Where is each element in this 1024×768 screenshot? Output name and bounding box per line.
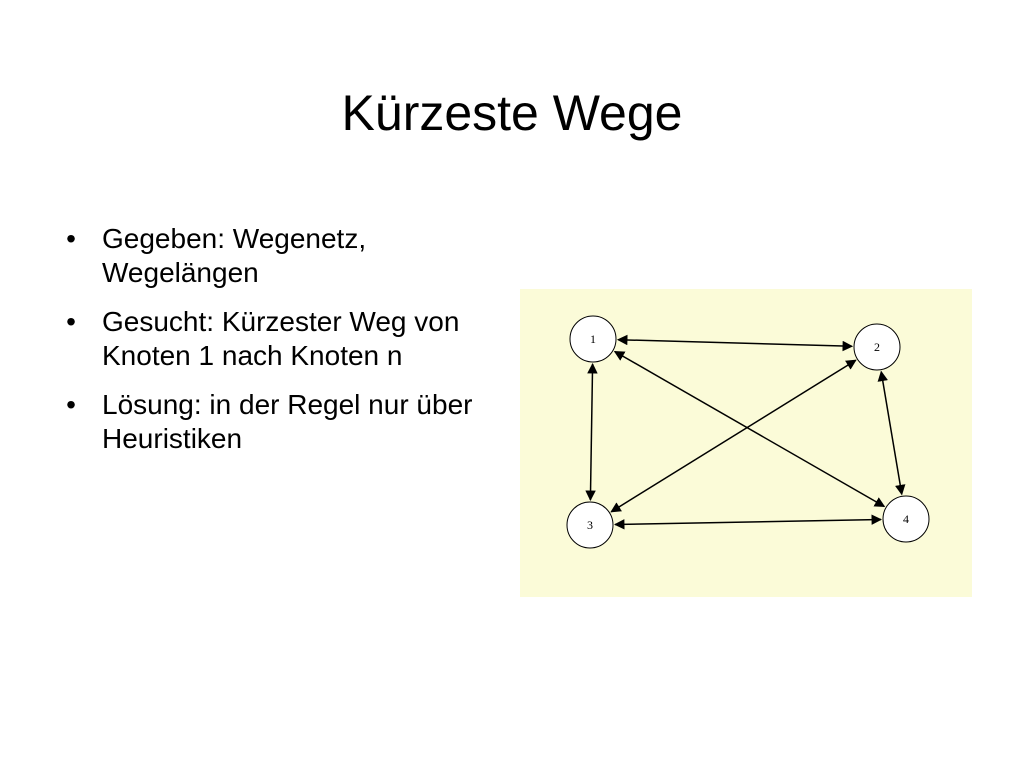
bullet-text: Lösung: in der Regel nur über Heuristike… <box>102 389 473 454</box>
bullet-marker: • <box>66 389 76 420</box>
graph-node-circle <box>566 501 614 549</box>
bullet-item-gegeben: • Gegeben: Wegenetz, Wegelängen <box>62 222 502 290</box>
graph-node-3: 3 <box>566 501 614 549</box>
graph-node-4: 4 <box>882 495 930 543</box>
bullet-marker: • <box>66 223 76 254</box>
graph-node-label: 1 <box>590 332 596 346</box>
graph-svg: 1 2 3 4 <box>566 315 930 549</box>
bullet-item-gesucht: • Gesucht: Kürzester Weg von Knoten 1 na… <box>62 305 502 373</box>
graph-edge-1-4 <box>613 350 886 508</box>
slide-title: Kürzeste Wege <box>341 85 683 141</box>
bullet-text: Gesucht: Kürzester Weg von Knoten 1 nach… <box>102 306 460 371</box>
graph-edge-1-2 <box>616 334 854 352</box>
bullet-item-loesung: • Lösung: in der Regel nur über Heuristi… <box>62 388 502 456</box>
graph-edge-3-4 <box>613 514 883 530</box>
graph-node-label: 4 <box>903 512 909 526</box>
nodes-layer: 1 2 3 4 <box>566 315 930 549</box>
graph-edge-2-3 <box>610 359 857 513</box>
graph-diagram: 1 2 3 4 <box>520 289 972 597</box>
graph-node-circle <box>853 323 901 371</box>
graph-node-1: 1 <box>569 315 617 363</box>
edges-layer <box>585 334 906 530</box>
graph-node-circle <box>569 315 617 363</box>
graph-node-circle <box>882 495 930 543</box>
bullet-text: Gegeben: Wegenetz, Wegelängen <box>102 223 367 288</box>
bullet-list: • Gegeben: Wegenetz, Wegelängen • Gesuch… <box>62 222 502 471</box>
graph-edge-2-4 <box>877 370 906 496</box>
bullet-marker: • <box>66 306 76 337</box>
graph-node-2: 2 <box>853 323 901 371</box>
graph-node-label: 3 <box>587 518 593 532</box>
graph-edge-1-3 <box>585 362 598 502</box>
graph-node-label: 2 <box>874 340 880 354</box>
